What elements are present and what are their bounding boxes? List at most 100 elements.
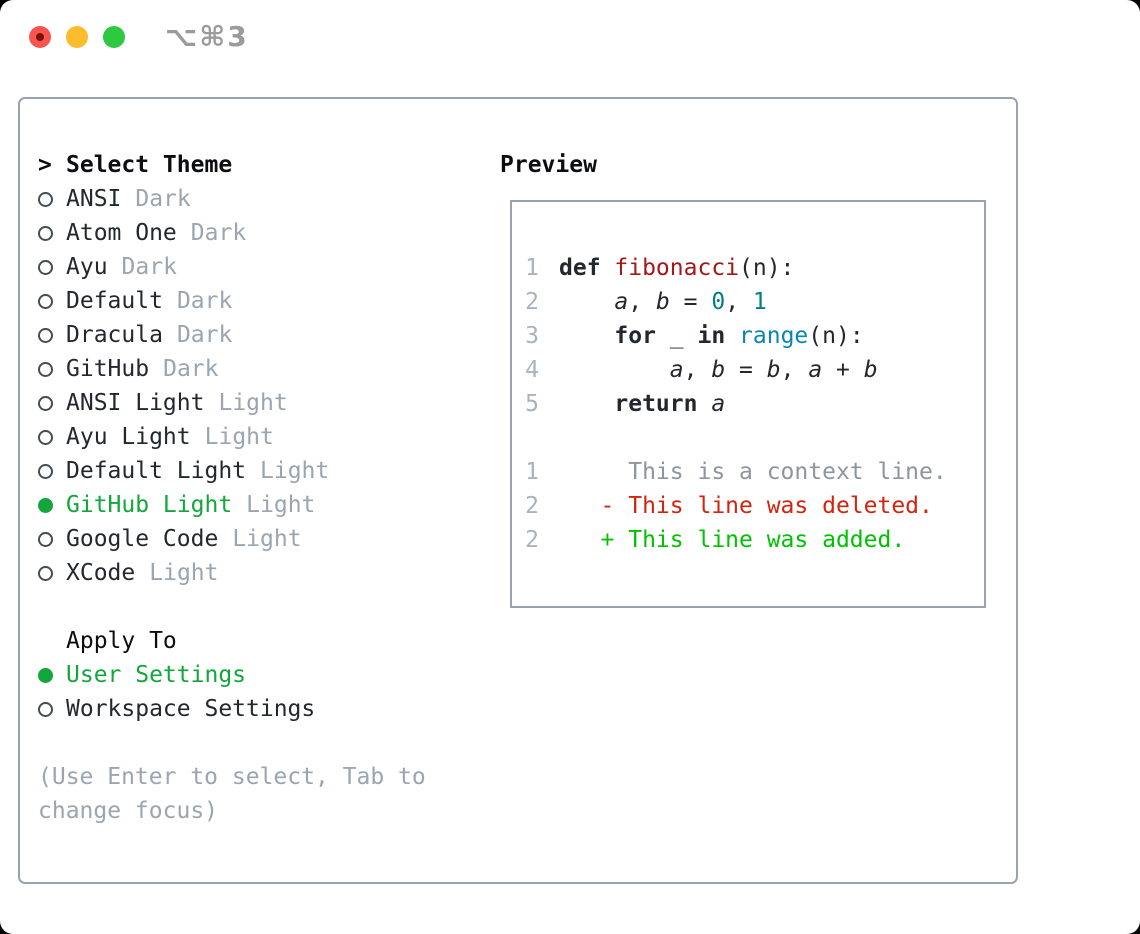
theme-variant-badge: Light xyxy=(149,560,219,586)
line-content: a, b = b, a + b xyxy=(559,353,878,387)
code-segment-var: b xyxy=(711,357,726,383)
theme-name: Dracula xyxy=(66,322,163,348)
theme-variant-badge: Light xyxy=(260,458,330,484)
theme-variant-badge: Dark xyxy=(121,254,177,280)
select-theme-label: Select Theme xyxy=(66,152,233,178)
code-segment-kw: in xyxy=(697,323,726,349)
radio-icon xyxy=(38,327,53,343)
code-line: 2 a, b = 0, 1 xyxy=(525,285,984,319)
line-number: 2 xyxy=(525,493,539,519)
radio-icon xyxy=(38,565,53,581)
code-segment-pl: , xyxy=(683,357,712,383)
select-theme-header: > Select Theme xyxy=(38,148,426,182)
theme-name: GitHub Light xyxy=(66,492,233,518)
radio-icon xyxy=(38,191,53,207)
line-number: 2 xyxy=(525,527,539,553)
code-segment-var: b xyxy=(655,289,670,315)
line-content: This is a context line. xyxy=(559,455,947,489)
theme-variant-badge: Light xyxy=(204,424,274,450)
radio-selected-icon xyxy=(38,667,53,683)
apply-option-user-settings[interactable]: User Settings xyxy=(38,658,426,692)
code-segment-kw: def xyxy=(559,255,615,281)
theme-variant-badge: Dark xyxy=(135,186,191,212)
code-segment-var: a xyxy=(669,357,684,383)
code-segment-var: a xyxy=(808,357,823,383)
theme-option-github[interactable]: GitHub Dark xyxy=(38,352,426,386)
code-line: 1 This is a context line. xyxy=(525,455,984,489)
code-segment-pl xyxy=(725,323,739,349)
code-segment-pl: , xyxy=(628,289,656,315)
theme-option-ayu-light[interactable]: Ayu Light Light xyxy=(38,420,426,454)
apply-option-workspace-settings[interactable]: Workspace Settings xyxy=(38,692,426,726)
theme-variant-badge: Dark xyxy=(163,356,219,382)
code-segment-var: a xyxy=(711,391,726,417)
line-content: a, b = 0, 1 xyxy=(559,285,767,319)
line-number: 1 xyxy=(525,459,539,485)
code-segment-num: 1 xyxy=(752,289,767,315)
code-segment-pl: + xyxy=(822,357,864,383)
theme-name: Google Code xyxy=(66,526,219,552)
radio-icon xyxy=(38,429,53,445)
apply-option-label: User Settings xyxy=(66,662,247,688)
focus-caret-icon: > xyxy=(38,152,52,178)
line-content: + This line was added. xyxy=(559,523,906,557)
code-segment-ctx: This is a context line. xyxy=(559,459,947,485)
theme-name: Ayu Light xyxy=(66,424,191,450)
theme-variant-badge: Dark xyxy=(176,288,233,314)
traffic-lights xyxy=(29,26,125,48)
window-title: ⌥⌘3 xyxy=(165,20,249,53)
code-segment-pl xyxy=(559,323,614,349)
maximize-button-icon[interactable] xyxy=(103,26,125,48)
radio-selected-icon xyxy=(38,497,53,513)
close-button-icon[interactable] xyxy=(29,26,51,48)
close-dot-icon xyxy=(36,33,44,41)
radio-icon xyxy=(38,701,53,717)
line-content: def fibonacci(n): xyxy=(559,251,794,285)
code-segment-del: - This line was deleted. xyxy=(559,493,933,519)
line-number: 5 xyxy=(525,391,539,417)
code-line: 2 - This line was deleted. xyxy=(525,489,984,523)
theme-option-google-code[interactable]: Google Code Light xyxy=(38,522,426,556)
code-segment-pl xyxy=(697,391,711,417)
code-segment-var: a xyxy=(614,289,629,315)
code-segment-pl: _ xyxy=(655,323,698,349)
code-segment-add: + This line was added. xyxy=(559,527,906,553)
code-segment-pl xyxy=(559,289,614,315)
line-number: 3 xyxy=(525,323,539,349)
apply-option-label: Workspace Settings xyxy=(66,696,316,722)
apply-to-header: Apply To xyxy=(66,628,177,654)
preview-heading: Preview xyxy=(500,152,597,178)
code-segment-fn: fibonacci xyxy=(614,255,740,281)
radio-icon xyxy=(38,395,53,411)
radio-icon xyxy=(38,293,53,309)
code-segment-bi: range xyxy=(739,323,809,349)
theme-variant-badge: Light xyxy=(232,526,302,552)
code-segment-pl: (n): xyxy=(739,255,795,281)
radio-icon xyxy=(38,225,53,241)
hint-line: (Use Enter to select, Tab to xyxy=(38,764,426,790)
code-segment-var: b xyxy=(863,357,878,383)
code-segment-pl: = xyxy=(669,289,712,315)
theme-name: GitHub xyxy=(66,356,150,382)
code-segment-pl: , xyxy=(725,289,753,315)
minimize-button-icon[interactable] xyxy=(66,26,88,48)
